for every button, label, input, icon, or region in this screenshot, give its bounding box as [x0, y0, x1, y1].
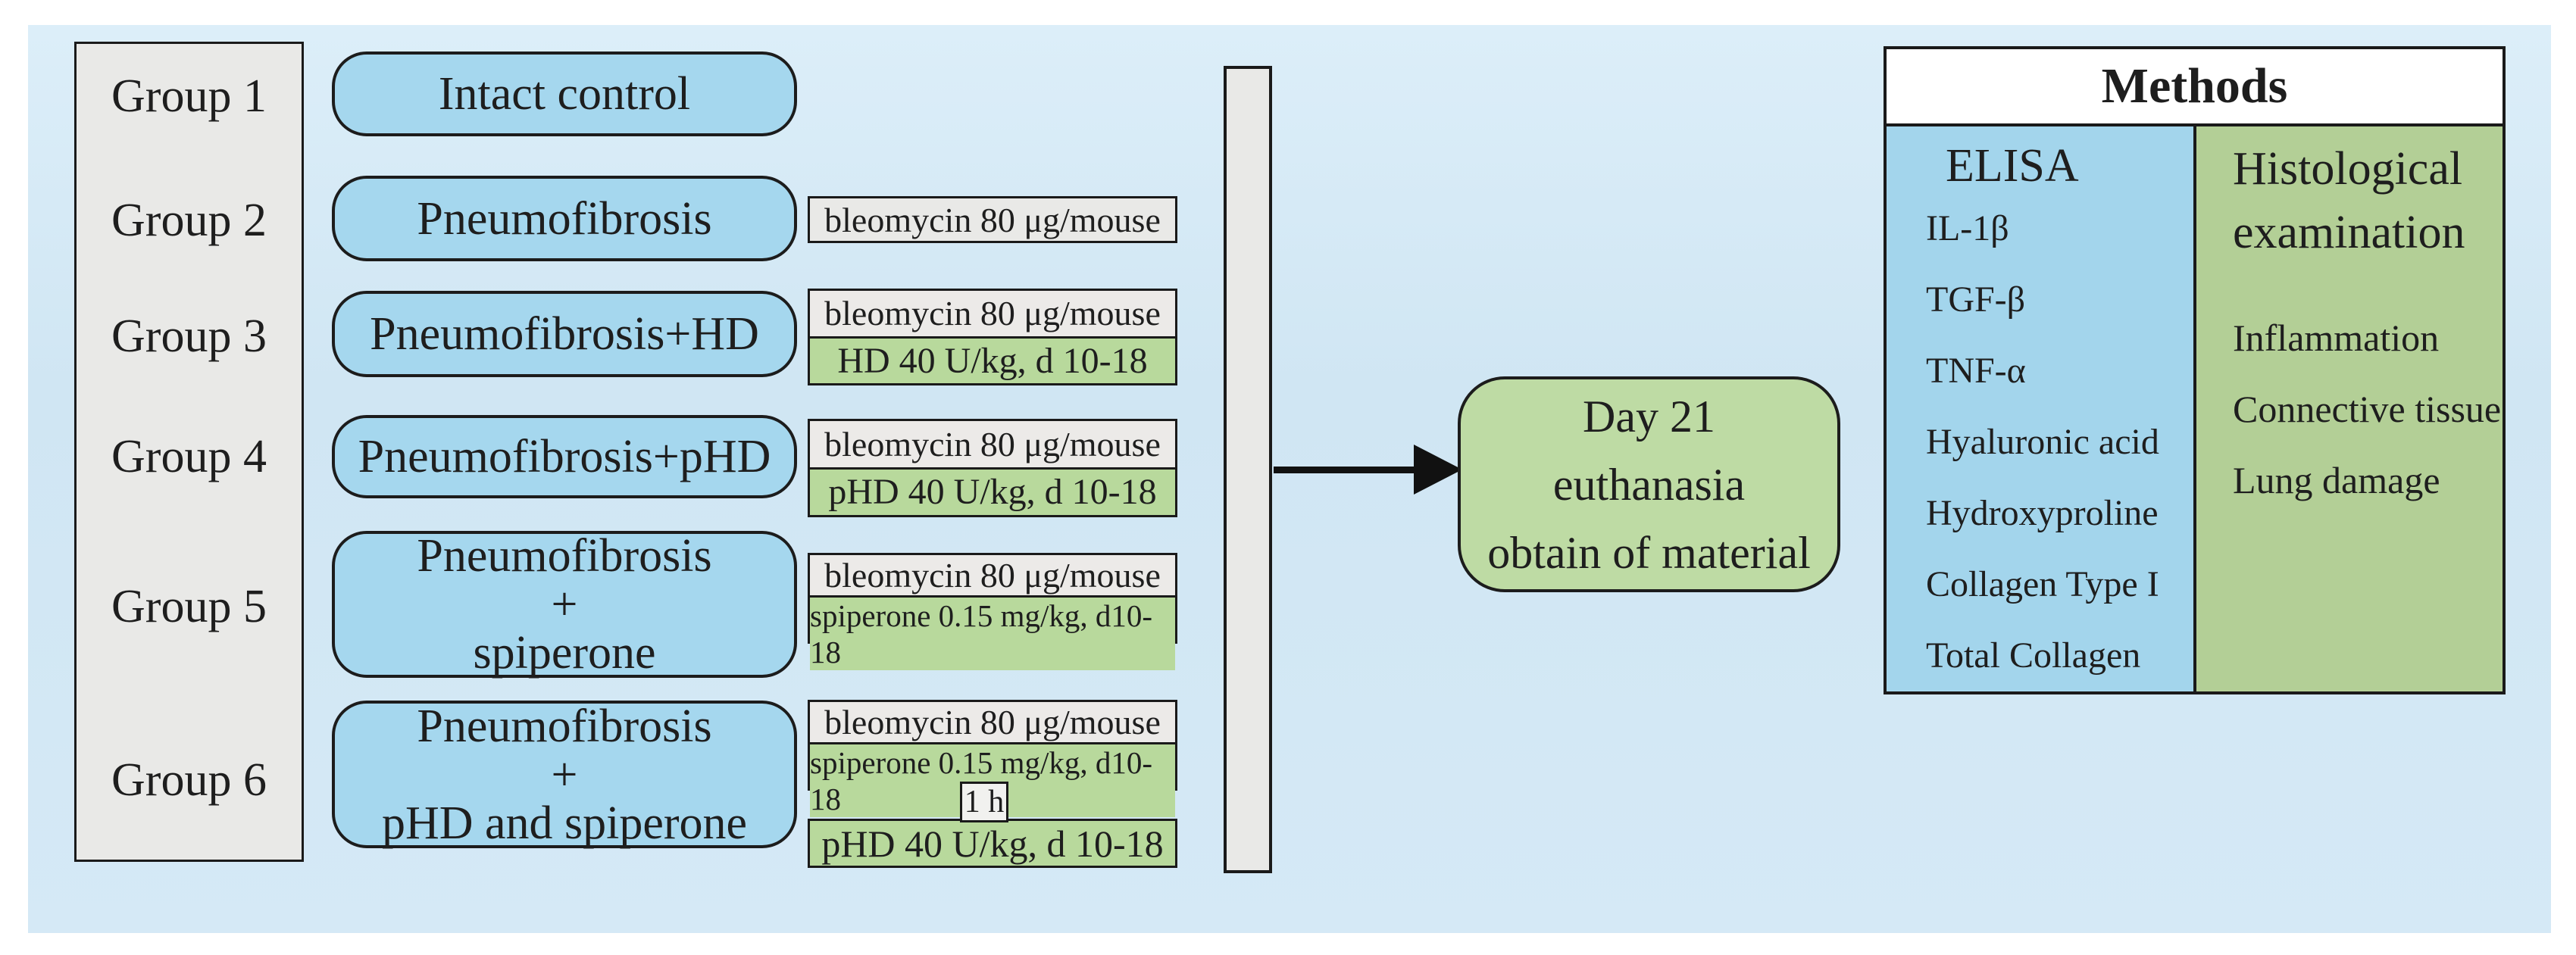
group-label-2: Group 2	[111, 195, 267, 246]
group6-bleomycin-box: bleomycin 80 μg/mouse	[810, 702, 1175, 742]
histology-title-line: Histological	[2233, 143, 2463, 195]
group5-drug-box: spiperone 0.15 mg/kg, d10-18	[810, 595, 1175, 670]
arrow-right-icon	[1414, 445, 1462, 495]
condition-text: spiperone	[473, 627, 656, 679]
group4-condition-box: Pneumofibrosis+pHD	[332, 415, 797, 498]
histology-item: Lung damage	[2233, 459, 2440, 501]
group-label-3: Group 3	[111, 311, 267, 362]
condition-text: Pneumofibrosis	[417, 700, 712, 752]
group6-spiperone-box: spiperone 0.15 mg/kg, d10-18	[810, 742, 1175, 817]
elisa-item-list: IL-1β TGF-β TNF-α Hyaluronic acid Hydrox…	[1926, 193, 2193, 691]
groups-column: Group 1 Group 2 Group 3 Group 4 Group 5 …	[74, 42, 304, 862]
group3-bleomycin-box: bleomycin 80 μg/mouse	[810, 291, 1175, 336]
endpoint-line: Day 21	[1583, 391, 1715, 442]
elisa-item: Total Collagen	[1926, 635, 2141, 676]
methods-table: Methods ELISA IL-1β TGF-β TNF-α Hyaluron…	[1884, 46, 2506, 694]
elisa-cell: ELISA IL-1β TGF-β TNF-α Hyaluronic acid …	[1887, 126, 2196, 691]
group6-phd-box: pHD 40 U/kg, d 10-18	[808, 819, 1177, 868]
group2-condition-box: Pneumofibrosis	[332, 176, 797, 261]
methods-body: ELISA IL-1β TGF-β TNF-α Hyaluronic acid …	[1887, 126, 2503, 691]
condition-text: +	[551, 579, 578, 630]
endpoint-line: obtain of material	[1487, 527, 1811, 578]
group3-drug-box: HD 40 U/kg, d 10-18	[810, 335, 1175, 383]
group3-treatment-stack: bleomycin 80 μg/mouse HD 40 U/kg, d 10-1…	[808, 289, 1177, 385]
group5-condition-box: Pneumofibrosis + spiperone	[332, 531, 797, 678]
condition-text: Intact control	[438, 68, 691, 120]
condition-text: +	[551, 748, 578, 801]
histology-title-line: examination	[2233, 207, 2465, 258]
histology-title: Histological examination	[2233, 137, 2503, 264]
group-label-1: Group 1	[111, 70, 267, 122]
group4-treatment-stack: bleomycin 80 μg/mouse pHD 40 U/kg, d 10-…	[808, 419, 1177, 517]
group5-treatment-stack: bleomycin 80 μg/mouse spiperone 0.15 mg/…	[808, 553, 1177, 670]
group-label-6: Group 6	[111, 754, 267, 806]
condition-text: Pneumofibrosis	[417, 530, 712, 582]
group4-drug-box: pHD 40 U/kg, d 10-18	[810, 467, 1175, 515]
group6-treatment-stack: bleomycin 80 μg/mouse spiperone 0.15 mg/…	[808, 700, 1177, 817]
condition-text: pHD and spiperone	[381, 797, 748, 849]
endpoint-box: Day 21 euthanasia obtain of material	[1458, 376, 1840, 592]
group6-condition-box: Pneumofibrosis + pHD and spiperone	[332, 701, 797, 848]
arrow-shaft	[1274, 467, 1419, 473]
elisa-item: TGF-β	[1926, 279, 2026, 320]
histology-item-list: Inflammation Connective tissue Lung dama…	[2233, 302, 2503, 516]
elisa-item: Hyaluronic acid	[1926, 422, 2159, 462]
group-label-4: Group 4	[111, 431, 267, 482]
timeline-bar	[1224, 66, 1272, 873]
histology-item: Connective tissue	[2233, 388, 2502, 430]
elisa-item: IL-1β	[1926, 208, 2009, 248]
condition-text: Pneumofibrosis+HD	[370, 308, 759, 360]
endpoint-line: euthanasia	[1552, 459, 1746, 510]
group2-bleomycin-box: bleomycin 80 μg/mouse	[808, 196, 1177, 243]
group4-bleomycin-box: bleomycin 80 μg/mouse	[810, 421, 1175, 467]
group5-bleomycin-box: bleomycin 80 μg/mouse	[810, 555, 1175, 595]
group-label-5: Group 5	[111, 581, 267, 632]
elisa-item: TNF-α	[1926, 351, 2026, 391]
elisa-item: Hydroxyproline	[1926, 493, 2159, 533]
methods-title: Methods	[1887, 49, 2503, 126]
histology-item: Inflammation	[2233, 317, 2440, 359]
elisa-title: ELISA	[1946, 140, 2079, 192]
condition-text: Pneumofibrosis	[417, 192, 712, 245]
group6-delay-box: 1 h	[960, 782, 1008, 822]
group3-condition-box: Pneumofibrosis+HD	[332, 291, 797, 377]
condition-text: Pneumofibrosis+pHD	[358, 431, 771, 482]
elisa-item: Collagen Type I	[1926, 564, 2159, 604]
group1-condition-box: Intact control	[332, 51, 797, 136]
histology-cell: Histological examination Inflammation Co…	[2196, 126, 2503, 691]
